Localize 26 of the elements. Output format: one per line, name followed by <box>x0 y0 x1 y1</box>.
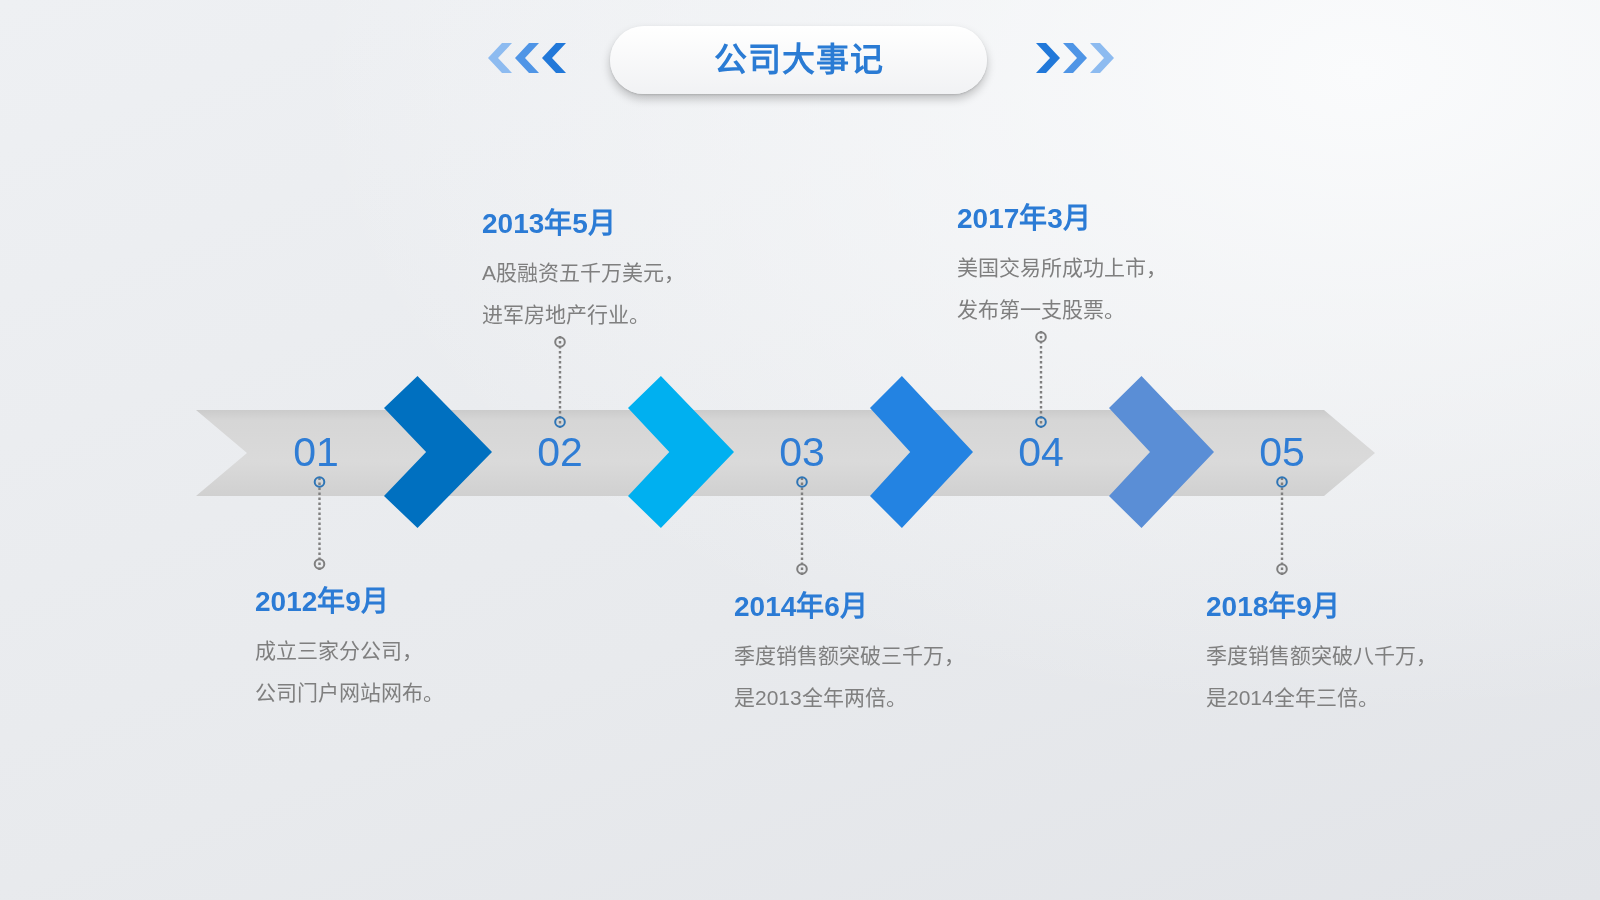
step-number: 02 <box>537 431 583 473</box>
step-number: 03 <box>779 431 825 473</box>
event-date: 2013年5月 <box>482 207 616 241</box>
event-description: 季度销售额突破八千万，是2014全年三倍。 <box>1206 643 1437 711</box>
chevron-arrow <box>384 376 492 528</box>
leader-line <box>313 476 326 570</box>
step-number: 01 <box>293 431 339 473</box>
event-date: 2017年3月 <box>957 202 1091 236</box>
chevron-arrow <box>1109 376 1214 528</box>
event-description: A股融资五千万美元，进军房地产行业。 <box>482 260 685 328</box>
title-text: 公司大事记 <box>713 41 884 79</box>
event-description: 美国交易所成功上市，发布第一支股票。 <box>957 255 1167 323</box>
event-description: 成立三家分公司，公司门户网站网布。 <box>255 638 444 706</box>
leader-line <box>1035 331 1047 428</box>
leader-line <box>554 336 566 428</box>
event-date: 2018年9月 <box>1206 590 1340 624</box>
chevron-arrow <box>628 376 734 528</box>
event-date: 2014年6月 <box>734 590 868 624</box>
chevron-arrow <box>870 376 973 528</box>
step-number: 05 <box>1259 431 1305 473</box>
event-date: 2012年9月 <box>255 585 389 619</box>
leader-line <box>1276 476 1288 575</box>
leader-line <box>796 476 808 575</box>
event-description: 季度销售额突破三千万，是2013全年两倍。 <box>734 643 965 711</box>
title-banner <box>610 26 987 94</box>
step-number: 04 <box>1018 431 1064 473</box>
